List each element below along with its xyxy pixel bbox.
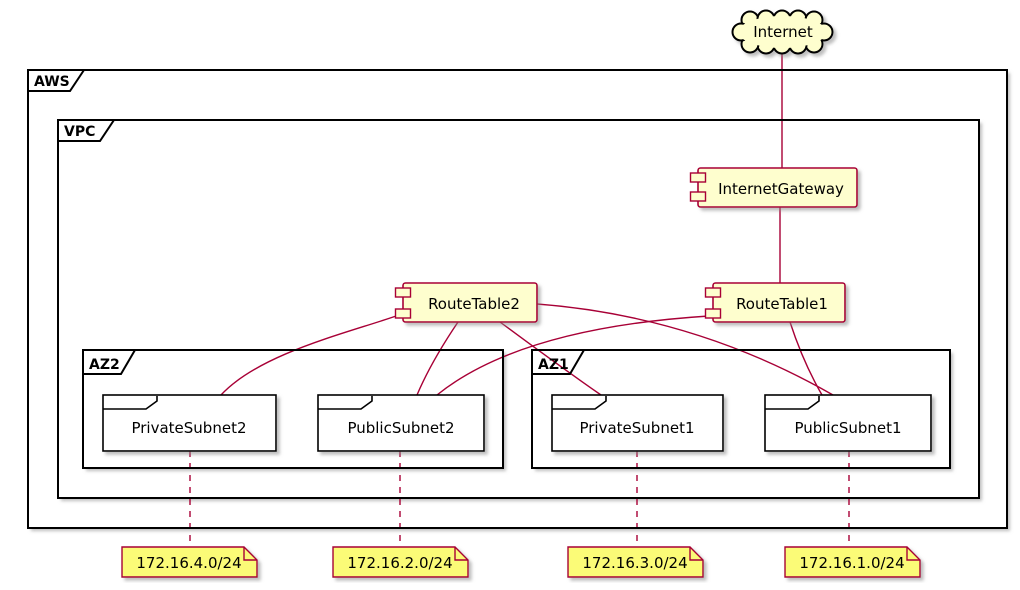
public-subnet1-box	[764, 394, 932, 452]
internet-gateway-component: InternetGateway	[689, 167, 858, 208]
public-subnet1-label: PublicSubnet1	[794, 419, 901, 437]
private-subnet2-tab	[103, 396, 158, 410]
edge-routetable2-to-publicsubnet2	[416, 321, 459, 396]
edge-routetable2-to-publicsubnet1	[536, 303, 834, 396]
internet-cloud: Internet	[731, 9, 834, 55]
public-subnet2-package: PublicSubnet2	[317, 394, 485, 452]
az1-frame-tab	[532, 349, 585, 375]
aws-frame-tab	[28, 69, 85, 92]
edge-routetable2-to-privatesubnet1	[499, 321, 602, 396]
vpc-frame-border	[57, 119, 980, 499]
component-port-icon	[704, 287, 722, 298]
az2-frame-tab	[83, 349, 136, 375]
private-subnet1-box	[551, 394, 724, 452]
vpc-frame: VPC	[57, 119, 980, 499]
private-subnet2-label: PrivateSubnet2	[131, 419, 246, 437]
az2-frame-border	[82, 349, 504, 469]
note-fold-icon	[243, 547, 257, 561]
route-table2-component: RouteTable2	[394, 282, 538, 323]
aws-frame-border	[27, 69, 1008, 529]
component-port-icon	[394, 308, 412, 319]
az1-frame: AZ1	[531, 349, 951, 469]
note-text: 172.16.1.0/24	[799, 554, 904, 572]
route-table1-component: RouteTable1	[704, 282, 846, 323]
note-text: 172.16.3.0/24	[582, 554, 687, 572]
private-subnet2-box	[102, 394, 277, 452]
route-table1-box	[712, 282, 846, 323]
edge-routetable1-to-publicsubnet2	[436, 315, 710, 396]
internet-gateway-box	[697, 167, 858, 208]
component-port-icon	[689, 172, 707, 183]
az2-frame-label: AZ2	[89, 357, 120, 373]
component-port-icon	[704, 308, 722, 319]
internet-label: Internet	[753, 23, 813, 41]
note-fold-icon	[689, 547, 703, 561]
private-subnet1-label: PrivateSubnet1	[579, 419, 694, 437]
public-subnet2-label: PublicSubnet2	[347, 419, 454, 437]
private-subnet2-package: PrivateSubnet2	[102, 394, 277, 452]
note-text: 172.16.4.0/24	[136, 554, 241, 572]
edge-routetable2-to-privatesubnet2	[220, 314, 400, 396]
route-table2-label: RouteTable2	[428, 295, 520, 313]
az1-frame-label: AZ1	[538, 357, 569, 373]
public-subnet1-tab	[765, 396, 820, 410]
cloud-body	[738, 16, 827, 48]
az1-frame-border	[531, 349, 951, 469]
component-port-icon	[394, 287, 412, 298]
private-subnet1-tab	[552, 396, 607, 410]
note-shape	[121, 546, 258, 578]
edge-routetable1-to-publicsubnet1	[789, 321, 823, 396]
public-subnet2-tab	[318, 396, 373, 410]
vpc-frame-label: VPC	[64, 124, 95, 140]
note-shape	[567, 546, 704, 578]
route-table1-label: RouteTable1	[736, 295, 828, 313]
internet-gateway-label: InternetGateway	[718, 180, 844, 198]
note-fold-icon	[906, 547, 920, 561]
aws-frame: AWS	[27, 69, 1008, 529]
cidr-note-public-subnet1: 172.16.1.0/24	[784, 546, 921, 578]
route-table2-box	[402, 282, 538, 323]
public-subnet1-package: PublicSubnet1	[764, 394, 932, 452]
private-subnet1-package: PrivateSubnet1	[551, 394, 724, 452]
note-shape	[332, 546, 469, 578]
note-text: 172.16.2.0/24	[347, 554, 452, 572]
cidr-note-public-subnet2: 172.16.2.0/24	[332, 546, 469, 578]
public-subnet2-box	[317, 394, 485, 452]
note-shape	[784, 546, 921, 578]
note-fold-icon	[454, 547, 468, 561]
component-port-icon	[689, 191, 707, 202]
aws-frame-label: AWS	[34, 74, 70, 90]
cidr-note-private-subnet2: 172.16.4.0/24	[121, 546, 258, 578]
az2-frame: AZ2	[82, 349, 504, 469]
cidr-note-private-subnet1: 172.16.3.0/24	[567, 546, 704, 578]
vpc-frame-tab	[58, 119, 115, 142]
